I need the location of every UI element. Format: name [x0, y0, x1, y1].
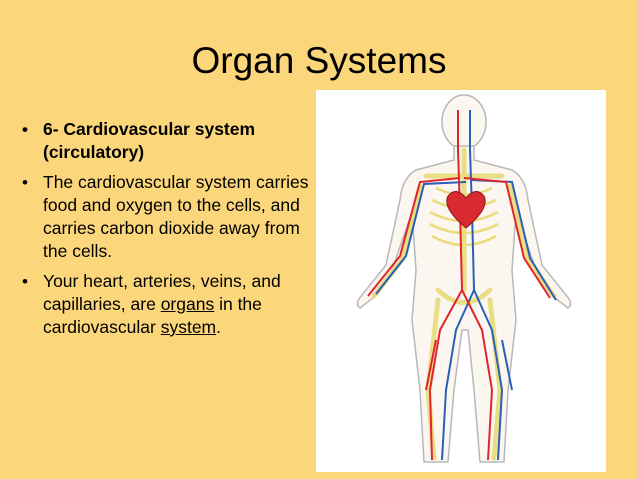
bullet-item: • Your heart, arteries, veins, and capil… — [20, 270, 320, 339]
heart-icon — [446, 191, 486, 229]
bullet-glyph: • — [22, 120, 28, 139]
bullet-item: • 6- Cardiovascular system (circulatory) — [20, 118, 320, 164]
bullet-text-before: Your heart, arteries, veins, and capilla… — [43, 271, 281, 314]
organs-link[interactable]: organs — [160, 294, 215, 314]
human-body-diagram — [356, 94, 572, 463]
bullet-text: The cardiovascular system carries food a… — [43, 172, 309, 261]
arteries — [367, 110, 551, 461]
bullet-glyph: • — [22, 272, 28, 291]
bullet-list: • 6- Cardiovascular system (circulatory)… — [20, 118, 320, 346]
bullet-text-middle: in the cardiovascular — [43, 294, 262, 337]
bullet-text-after: . — [216, 317, 222, 337]
bullet-text: 6- Cardiovascular system (circulatory) — [43, 119, 256, 162]
bullet-item: • The cardiovascular system carries food… — [20, 171, 320, 263]
system-link[interactable]: system — [160, 317, 217, 337]
cardiovascular-system-illustration — [316, 90, 606, 472]
slide-title: Organ Systems — [191, 40, 447, 81]
bullet-glyph: • — [22, 173, 28, 192]
